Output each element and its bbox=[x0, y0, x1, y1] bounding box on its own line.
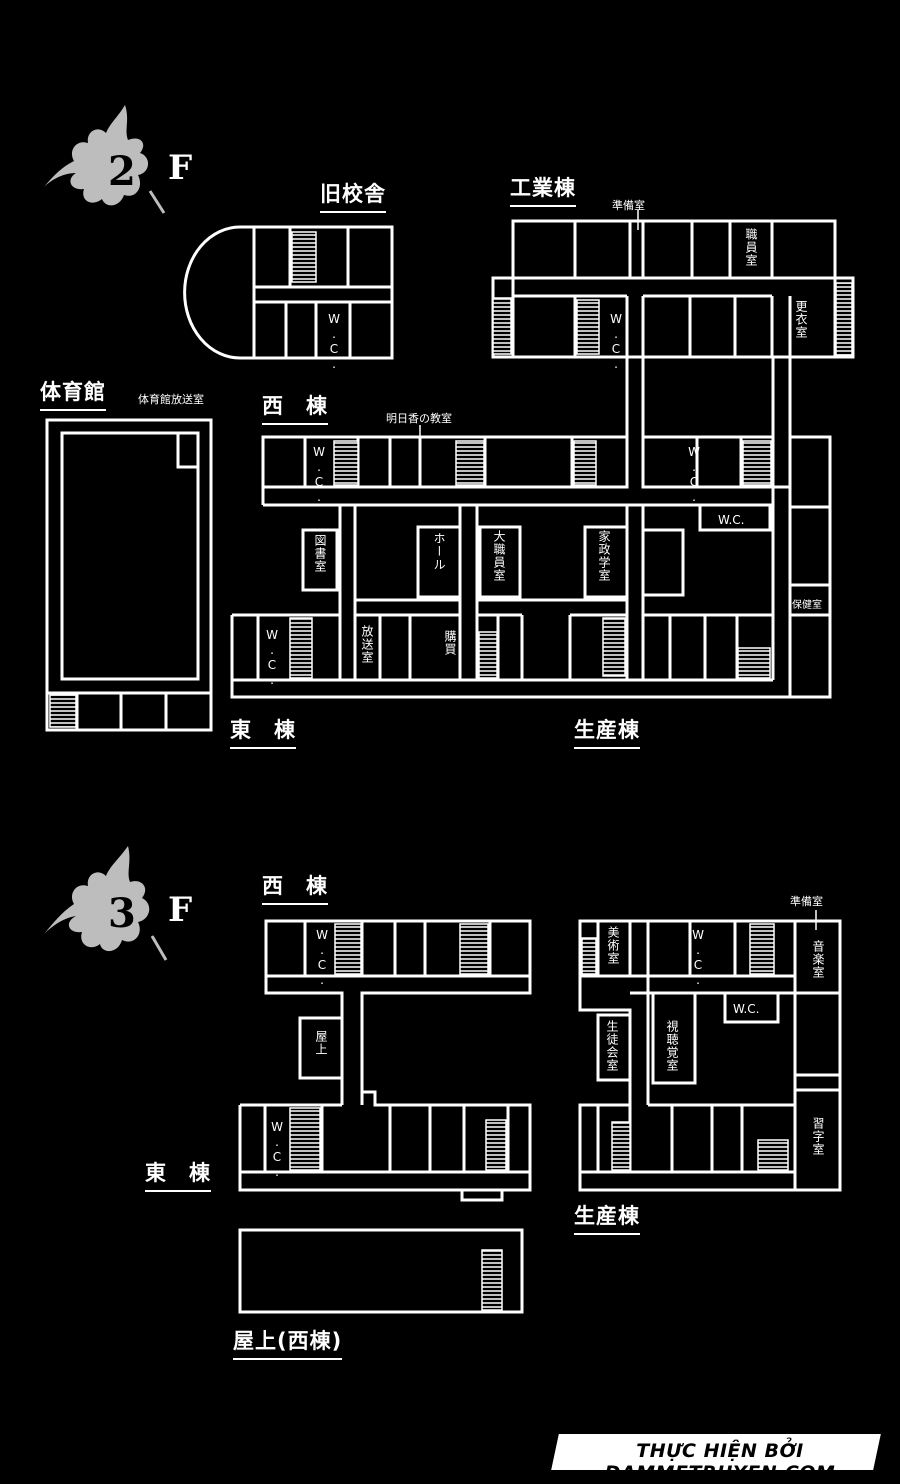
stairs-icon bbox=[49, 231, 853, 1311]
student-council-label: 生徒会室 bbox=[605, 1020, 619, 1072]
wc-label: W.C. bbox=[315, 928, 329, 988]
store-label: 購買 bbox=[443, 630, 457, 656]
old-building-apse bbox=[183, 225, 254, 360]
wc-label: W.C. bbox=[687, 445, 701, 505]
music-room-label: 音楽室 bbox=[811, 940, 825, 979]
west-building-3f-label: 西 棟 bbox=[262, 870, 328, 905]
wc-label: W.C. bbox=[327, 312, 341, 372]
staff-room-label: 職員室 bbox=[744, 228, 758, 267]
nurse-room-label: 保健室 bbox=[792, 600, 822, 611]
wc-label: W.C. bbox=[691, 928, 705, 988]
floor-2-number: 2 bbox=[108, 148, 136, 195]
av-room-label: 視聴覚室 bbox=[665, 1020, 679, 1072]
rooftop-label: 屋上(西棟) bbox=[233, 1325, 343, 1360]
east-building-3f-label: 東 棟 bbox=[145, 1157, 211, 1192]
practice-room-label: 習字室 bbox=[811, 1117, 825, 1156]
west-building-outline bbox=[261, 435, 629, 489]
broadcast-room-label: 放送室 bbox=[360, 625, 374, 664]
west-building-label: 西 棟 bbox=[262, 390, 328, 425]
old-building-outline bbox=[252, 225, 394, 360]
credit-text: THỰC HIỆN BỞI DAMMETRUYEN.COM bbox=[604, 1440, 836, 1484]
rooftop-outline bbox=[238, 1228, 524, 1314]
changing-room-label: 更衣室 bbox=[794, 300, 808, 339]
wc-label: W.C. bbox=[718, 513, 745, 527]
library-label: 図書室 bbox=[313, 534, 327, 573]
old-building-label: 旧校舎 bbox=[320, 178, 386, 213]
rooftop-room-label: 屋上 bbox=[314, 1030, 328, 1056]
floor-2-suffix: F bbox=[168, 148, 193, 188]
art-room-label: 美術室 bbox=[606, 926, 620, 965]
big-staff-room-label: 大職員室 bbox=[492, 530, 506, 582]
home-ec-label: 家政学室 bbox=[597, 530, 611, 582]
production-building-label: 生産棟 bbox=[574, 714, 640, 749]
prep-room-3f-label: 準備室 bbox=[790, 895, 823, 908]
wc-label: W.C. bbox=[265, 628, 279, 688]
gym-outline bbox=[45, 418, 213, 732]
floor-3-number: 3 bbox=[108, 890, 136, 937]
ink-blot-icon bbox=[44, 105, 166, 214]
prep-room-label: 準備室 bbox=[612, 199, 645, 212]
hall-label: ホール bbox=[432, 532, 446, 571]
gym-broadcast-label: 体育館放送室 bbox=[138, 393, 204, 406]
ink-blot-icon bbox=[44, 846, 168, 961]
wc-label: W.C. bbox=[733, 1002, 760, 1016]
wc-label: W.C. bbox=[312, 445, 326, 505]
floor-3-suffix: F bbox=[168, 890, 193, 930]
wc-label: W.C. bbox=[270, 1120, 284, 1180]
asuka-classroom-label: 明日香の教室 bbox=[386, 412, 452, 425]
production3-outline bbox=[578, 919, 842, 1192]
gym-label: 体育館 bbox=[40, 376, 106, 411]
industrial-building-label: 工業棟 bbox=[510, 172, 576, 207]
east-building-label: 東 棟 bbox=[230, 714, 296, 749]
industrial-building-outline bbox=[511, 219, 837, 280]
wc-label: W.C. bbox=[609, 312, 623, 372]
west3-outline bbox=[264, 919, 532, 978]
production-building-3f-label: 生産棟 bbox=[574, 1200, 640, 1235]
